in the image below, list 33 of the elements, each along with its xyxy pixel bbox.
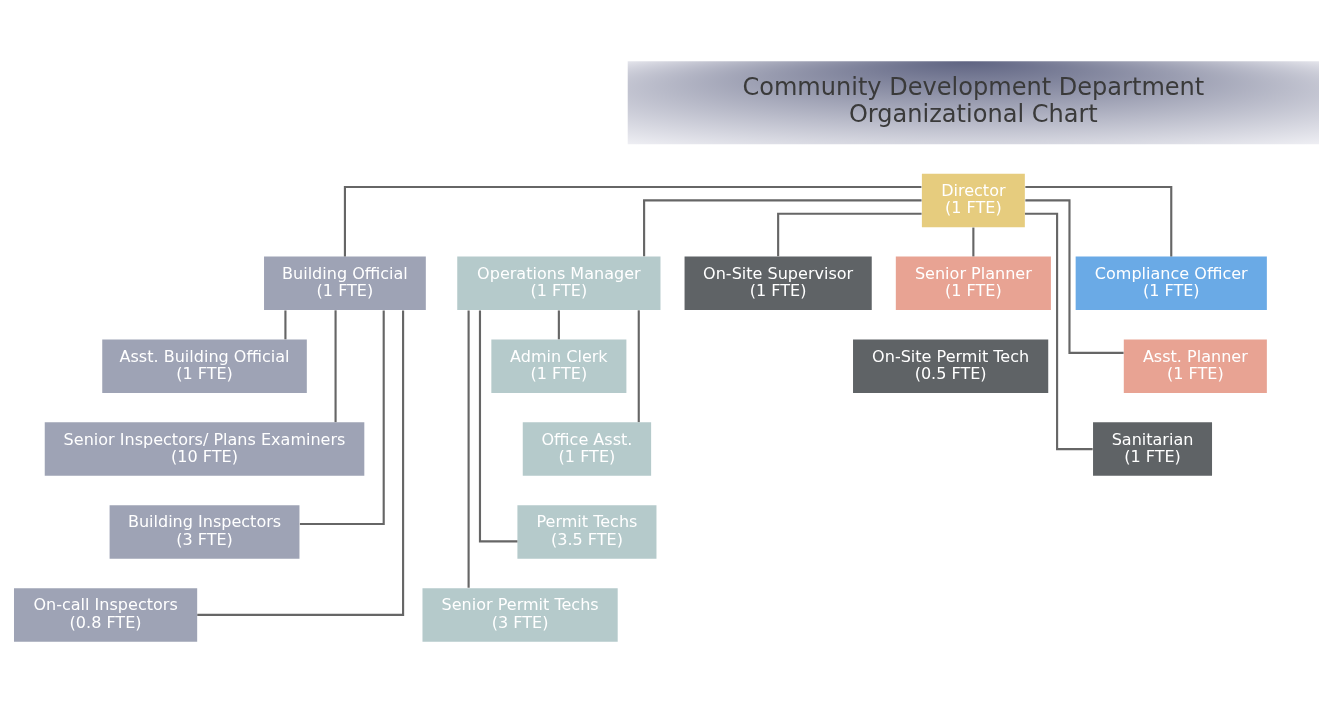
connector xyxy=(1024,212,1093,451)
node-box: Director (1 FTE) xyxy=(921,173,1025,228)
connector xyxy=(1025,199,1124,354)
node-box: Building Official (1 FTE) xyxy=(264,256,426,311)
connector xyxy=(284,310,287,340)
connector xyxy=(467,310,470,588)
connector xyxy=(478,310,518,543)
connector xyxy=(643,199,922,257)
node-box: Building Inspectors (3 FTE) xyxy=(109,505,300,559)
node-box: Office Asst. (1 FTE) xyxy=(522,422,652,476)
node-box: Senior Planner (1 FTE) xyxy=(895,256,1051,311)
node-box: Operations Manager (1 FTE) xyxy=(457,256,661,311)
node-box: Compliance Officer (1 FTE) xyxy=(1075,256,1267,311)
node-box: Sanitarian (1 FTE) xyxy=(1093,422,1213,476)
connector xyxy=(1025,185,1173,257)
connector xyxy=(972,227,975,257)
node-box: Admin Clerk (1 FTE) xyxy=(491,339,627,393)
connector xyxy=(197,310,405,616)
node-box: Permit Techs (3.5 FTE) xyxy=(517,505,657,559)
connector xyxy=(343,185,922,257)
node-box: Asst. Planner (1 FTE) xyxy=(1123,339,1267,393)
node-box: Asst. Building Official (1 FTE) xyxy=(102,339,307,393)
node-box: Community Development Department Organizational Chart xyxy=(627,61,1319,145)
connector xyxy=(334,310,337,423)
node-box: On-Site Permit Tech (0.5 FTE) xyxy=(853,339,1049,393)
node-box: On-call Inspectors (0.8 FTE) xyxy=(14,588,198,642)
connector xyxy=(637,310,640,423)
connector xyxy=(777,212,922,257)
connector xyxy=(299,310,385,526)
node-box: On-Site Supervisor (1 FTE) xyxy=(684,256,872,311)
connector xyxy=(557,310,560,340)
node-box: Senior Permit Techs (3 FTE) xyxy=(422,588,618,642)
node-box: Senior Inspectors/ Plans Examiners (10 FTE) xyxy=(44,422,365,476)
